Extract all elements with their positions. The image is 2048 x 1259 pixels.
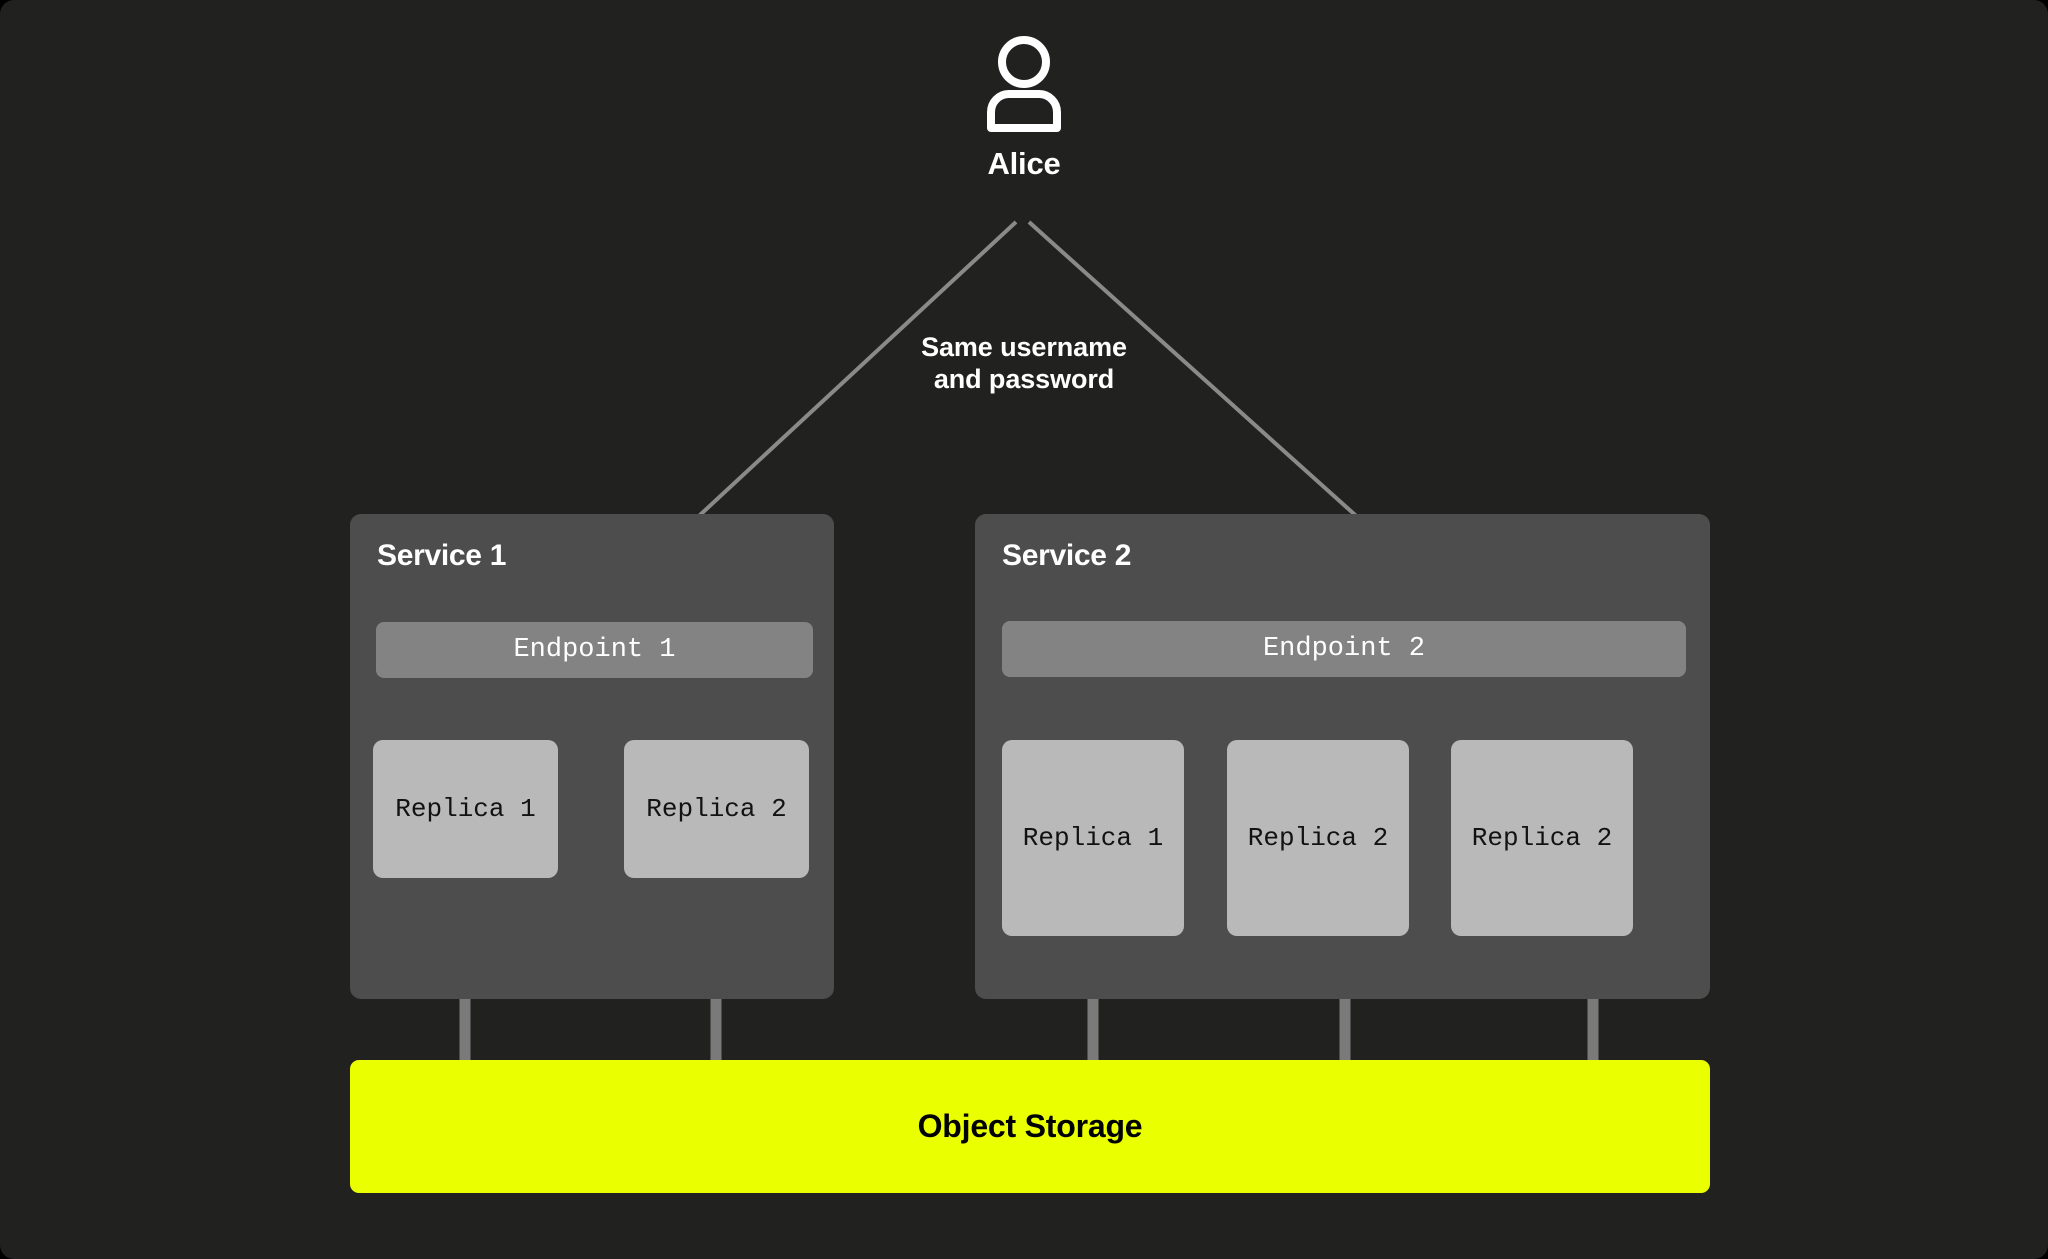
- person-icon: [987, 36, 1061, 132]
- service-2-replica-2: Replica 2: [1227, 740, 1409, 936]
- service-2-title: Service 2: [1002, 539, 1132, 572]
- service-2-replica-3: Replica 2: [1451, 740, 1633, 936]
- actor-label: Alice: [987, 146, 1061, 181]
- edge-annotation-line-1: Same username: [921, 332, 1127, 362]
- edge-annotation-line-2: and password: [933, 363, 1115, 394]
- service-1-replica-2: Replica 2: [624, 740, 809, 878]
- service-1-replica-1: Replica 1: [373, 740, 558, 878]
- service-panel-1: Service 1 Endpoint 1 Replica 1 Replica 2: [350, 514, 834, 999]
- actor-alice: Alice: [0, 34, 2048, 182]
- object-storage-node: Object Storage: [350, 1060, 1710, 1193]
- endpoint-2: Endpoint 2: [1002, 621, 1686, 677]
- service-panel-2: Service 2 Endpoint 2 Replica 1 Replica 2…: [975, 514, 1710, 999]
- object-storage-label: Object Storage: [917, 1108, 1143, 1144]
- service-1-title: Service 1: [377, 539, 507, 572]
- service-2-replica-1: Replica 1: [1002, 740, 1184, 936]
- endpoint-1: Endpoint 1: [376, 622, 813, 678]
- edge-annotation: Same username and password: [784, 332, 1264, 396]
